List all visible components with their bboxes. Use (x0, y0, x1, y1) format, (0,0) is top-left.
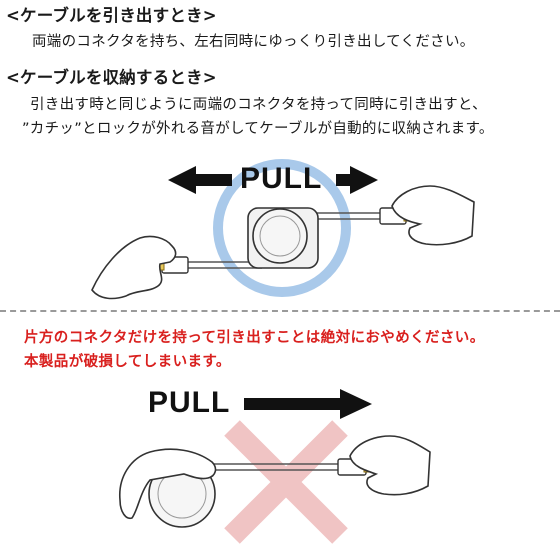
warning-line1: 片方のコネクタだけを持って引き出すことは絶対におやめください。 (24, 330, 485, 346)
heading-retract: <ケーブルを収納するとき> (6, 68, 217, 87)
warning-line2: 本製品が破損してしまいます。 (24, 354, 231, 370)
cross-icon (224, 420, 348, 544)
right-hand-icon (391, 185, 475, 246)
hand-holding-connector-icon (349, 435, 431, 496)
double-arrow-icon (168, 166, 378, 194)
text-retract-line2: ”カチッ”とロックが外れる音がしてケーブルが自動的に収納されます。 (22, 121, 494, 137)
left-hand-icon (91, 235, 177, 300)
highlight-ring (213, 159, 351, 297)
arrow-right-icon (244, 389, 372, 419)
text-retract-line1: 引き出す時と同じように両端のコネクタを持って同時に引き出すと、 (30, 97, 487, 113)
text-pull-instruction: 両端のコネクタを持ち、左右同時にゆっくり引き出してください。 (32, 34, 475, 50)
pull-label-top: PULL (240, 162, 323, 195)
pull-label-bottom: PULL (148, 386, 231, 419)
dashed-divider (0, 310, 560, 312)
cable-bottom (214, 463, 340, 471)
hand-holding-reel-icon (119, 448, 217, 520)
heading-pull: <ケーブルを引き出すとき> (6, 6, 217, 25)
cable-reel-icon (247, 207, 319, 269)
